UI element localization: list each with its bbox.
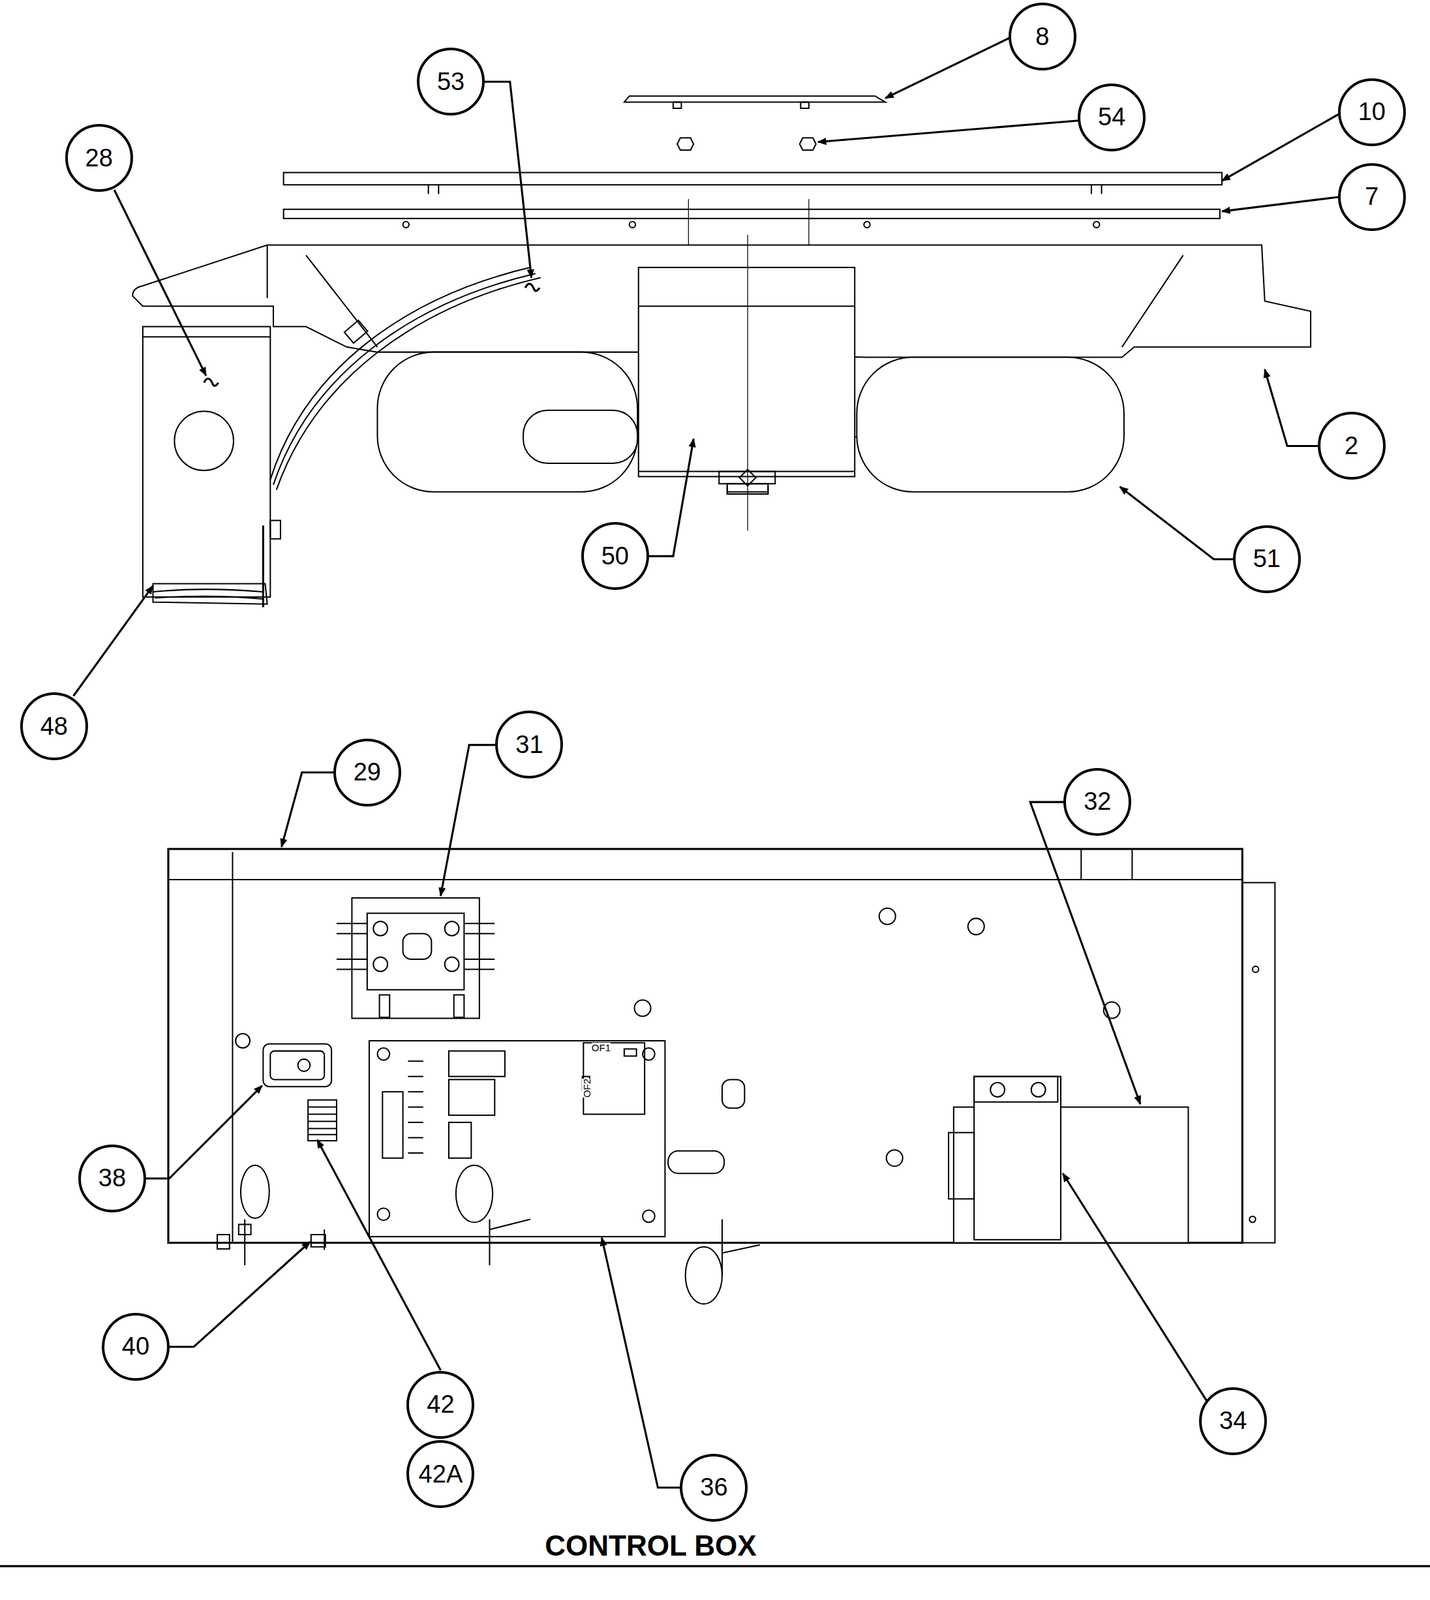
callout-number: 50 — [601, 542, 629, 571]
callout-number: 40 — [121, 1332, 150, 1361]
callout-number: 51 — [1253, 544, 1281, 573]
callout-circle: 31 — [495, 710, 563, 779]
callout-number: 8 — [1035, 22, 1050, 51]
callout-circle: 38 — [78, 1144, 147, 1213]
callout-circle: 42 — [406, 1370, 475, 1439]
callout-number: 28 — [85, 144, 113, 173]
callout-circle: 40 — [101, 1312, 170, 1381]
board-marking: OF1 — [591, 1042, 611, 1053]
callout-number: 42 — [426, 1390, 455, 1419]
callout-number: 38 — [98, 1163, 126, 1192]
callout-number: 7 — [1364, 182, 1379, 211]
callout-number: 53 — [437, 67, 465, 96]
callout-number: 36 — [699, 1473, 728, 1502]
callout-circle: 32 — [1063, 767, 1132, 836]
callout-number: 29 — [353, 758, 381, 787]
callout-number: 10 — [1358, 97, 1386, 126]
callout-circle: 42A — [406, 1439, 475, 1508]
diagram-title: CONTROL BOX — [544, 1529, 757, 1562]
callout-circle: 50 — [581, 521, 650, 590]
board-marking: OF2 — [581, 1078, 592, 1098]
callout-circle: 2 — [1317, 411, 1386, 480]
callout-number: 2 — [1344, 431, 1359, 460]
callout-circle: 7 — [1338, 163, 1406, 231]
callout-circle: 34 — [1199, 1386, 1267, 1455]
callout-circle: 28 — [65, 123, 134, 192]
callout-circle: 51 — [1232, 525, 1301, 594]
callout-number: 31 — [515, 730, 543, 759]
callout-circle: 29 — [333, 738, 402, 807]
callout-circle: 10 — [1338, 78, 1406, 147]
callout-number: 54 — [1097, 103, 1126, 132]
callout-circle: 36 — [679, 1453, 748, 1522]
callout-circle: 48 — [20, 692, 89, 761]
callout-number: 32 — [1083, 787, 1111, 816]
callout-circle: 54 — [1077, 83, 1146, 152]
callout-circle: 53 — [416, 47, 485, 116]
callout-number: 42A — [418, 1460, 464, 1489]
callout-number: 48 — [40, 712, 68, 741]
callout-circle: 8 — [1008, 2, 1077, 71]
callout-number: 34 — [1219, 1406, 1247, 1435]
